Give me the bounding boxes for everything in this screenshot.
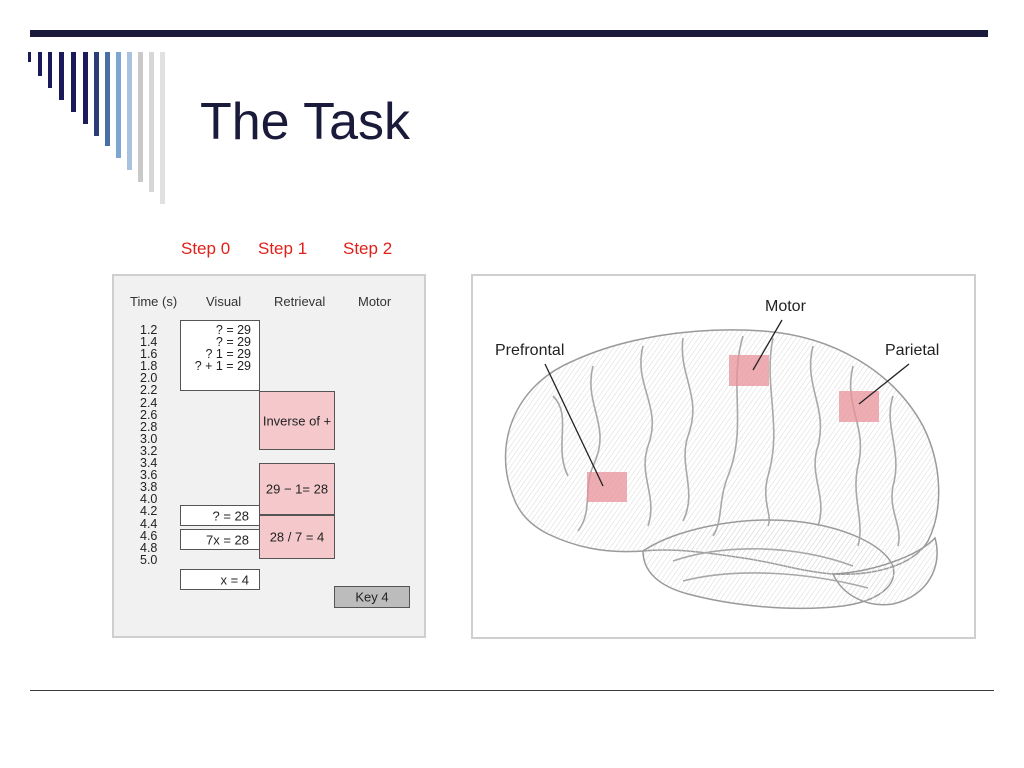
time-value: 1.4 <box>140 335 158 350</box>
brain-illustration <box>504 319 940 610</box>
visual-text: x = 4 <box>220 572 249 587</box>
bottom-rule <box>30 690 994 691</box>
time-value: 4.2 <box>140 504 158 519</box>
visual-block-encode: ? = 29 ? = 29 ? 1 = 29 ? + 1 = 29 <box>180 320 260 391</box>
retrieval-block-divide: 28 / 7 = 4 <box>259 515 335 559</box>
prefrontal-label: Prefrontal <box>495 342 565 359</box>
time-value: 2.2 <box>140 383 158 398</box>
timing-table-panel: Time (s) Visual Retrieval Motor 1.2 1.4 … <box>112 274 426 638</box>
time-value: 4.6 <box>140 528 158 543</box>
visual-line: ? = 29 <box>215 323 251 337</box>
motor-region <box>729 355 769 386</box>
retrieval-text: 29 − 1= 28 <box>265 481 329 497</box>
parietal-label: Parietal <box>885 342 940 359</box>
decorative-stripes <box>28 52 165 204</box>
prefrontal-leader-line <box>544 363 604 487</box>
cerebellum-outline <box>831 536 938 606</box>
visual-block-eq7x: 7x = 28 <box>180 529 260 550</box>
header-retrieval: Retrieval <box>274 294 326 309</box>
header-time: Time (s) <box>130 294 178 309</box>
parietal-leader-line <box>858 363 910 405</box>
motor-text: Key 4 <box>355 589 389 605</box>
brain-panel: Prefrontal Motor Parietal <box>471 274 976 639</box>
top-bar <box>30 30 988 37</box>
step-2-label: Step 2 <box>343 239 393 258</box>
visual-line: ? + 1 = 29 <box>194 359 251 374</box>
header-motor: Motor <box>358 294 392 309</box>
visual-text: 7x = 28 <box>205 532 249 547</box>
time-value: 3.2 <box>140 443 158 458</box>
retrieval-block-inverse: Inverse of + <box>259 391 335 450</box>
time-value: 4.0 <box>140 492 158 507</box>
motor-label: Motor <box>765 298 806 315</box>
parietal-region <box>839 391 879 422</box>
time-value: 3.0 <box>140 431 158 446</box>
brain-folds <box>552 335 900 589</box>
time-value: 4.8 <box>140 540 158 555</box>
time-value: 4.4 <box>140 516 158 531</box>
visual-line: ? 1 = 29 <box>205 347 251 362</box>
prefrontal-region <box>587 472 627 502</box>
cerebrum-outline <box>504 329 940 575</box>
header-visual: Visual <box>206 294 242 309</box>
time-column: 1.2 1.4 1.6 1.8 2.0 2.2 2.4 2.6 2.8 3.0 … <box>140 324 157 566</box>
step-0-label: Step 0 <box>181 239 231 258</box>
retrieval-text: 28 / 7 = 4 <box>269 529 325 545</box>
time-value: 1.2 <box>140 323 158 337</box>
time-value: 3.6 <box>140 468 158 483</box>
motor-leader-line <box>752 319 783 371</box>
visual-block-eqx4: x = 4 <box>180 569 260 590</box>
time-value: 2.4 <box>140 395 158 410</box>
retrieval-text: Inverse of + <box>262 413 332 428</box>
time-value: 2.0 <box>140 371 158 386</box>
visual-block-eq28: ? = 28 <box>180 505 260 526</box>
retrieval-block-subtract: 29 − 1= 28 <box>259 463 335 515</box>
time-value: 3.8 <box>140 480 158 495</box>
time-value: 5.0 <box>140 552 158 567</box>
time-value: 1.8 <box>140 359 158 374</box>
visual-text: ? = 28 <box>212 508 249 523</box>
time-value: 2.8 <box>140 419 158 434</box>
visual-line: ? = 29 <box>215 335 251 350</box>
time-value: 1.6 <box>140 347 158 362</box>
motor-block-key: Key 4 <box>334 586 410 608</box>
step-1-label: Step 1 <box>258 239 308 258</box>
time-value: 2.6 <box>140 407 158 422</box>
slide-title: The Task <box>200 93 411 151</box>
time-value: 3.4 <box>140 456 158 471</box>
